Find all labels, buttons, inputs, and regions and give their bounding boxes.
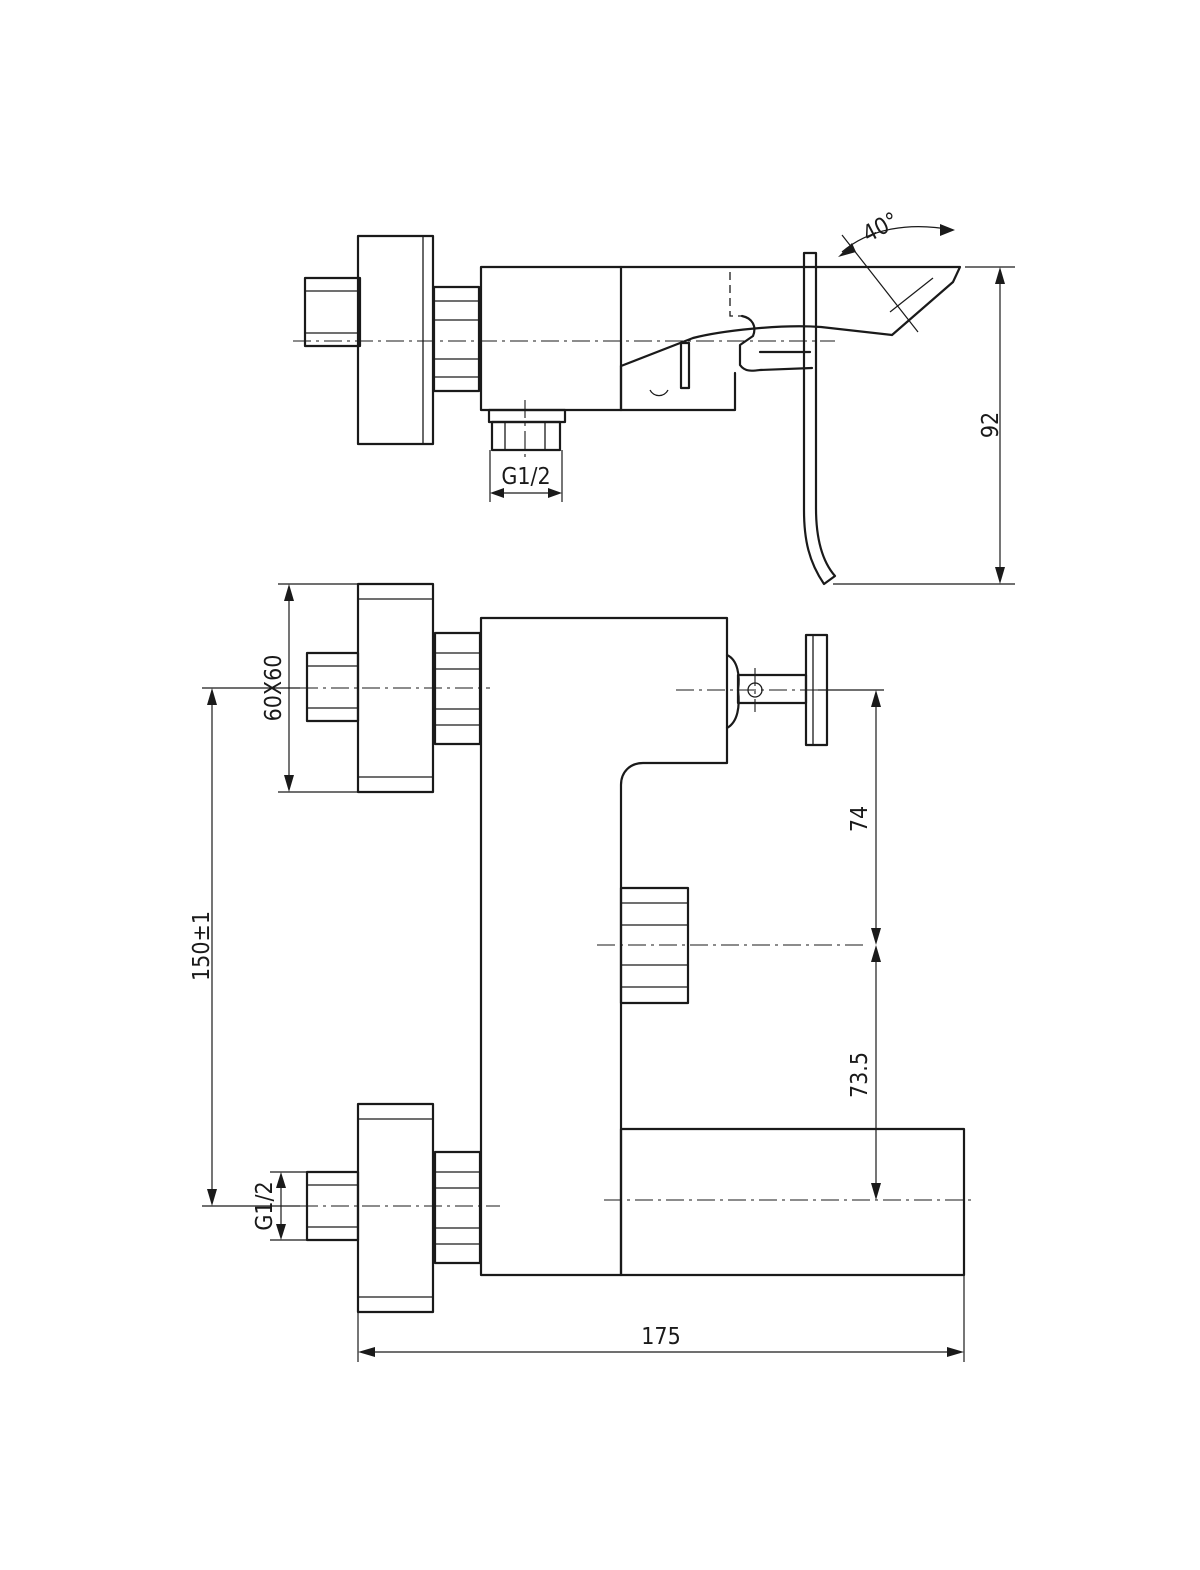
valve-body-front xyxy=(479,616,729,1277)
dimension-175: 175 xyxy=(357,1275,965,1362)
top-view: 40° 92 G1/2 xyxy=(293,208,1015,586)
wall-flange-top xyxy=(356,234,435,446)
front-view: 60X60 150±1 G1/2 74 xyxy=(189,582,972,1362)
overall-width-label: 175 xyxy=(641,1324,681,1350)
outlet-port-top xyxy=(487,408,567,452)
angle-label: 40° xyxy=(858,208,903,248)
dimension-150: 150±1 xyxy=(189,687,300,1207)
lever-handle-top xyxy=(802,251,837,586)
dimension-74: 74 xyxy=(818,689,884,945)
upper-offset-label: 74 xyxy=(847,806,873,832)
dimension-92: 92 xyxy=(833,266,1015,585)
dimension-40deg: 40° xyxy=(838,208,955,333)
center-distance-label: 150±1 xyxy=(189,911,215,981)
dimension-73-5: 73.5 xyxy=(847,945,881,1200)
lower-flange-front xyxy=(356,1102,435,1314)
inlet-pipe-top xyxy=(303,276,362,348)
lower-offset-label: 73.5 xyxy=(847,1052,873,1098)
height-92-label: 92 xyxy=(978,412,1004,438)
dimension-g12-front: G1/2 xyxy=(252,1171,307,1241)
dimension-g12-top: G1/2 xyxy=(489,450,563,502)
upper-pipe-front xyxy=(305,651,360,723)
lower-nut-front xyxy=(433,1150,482,1265)
valve-body-top xyxy=(479,265,962,412)
g12-front-label: G1/2 xyxy=(252,1181,278,1230)
spout-front xyxy=(619,1127,966,1277)
g12-top-label: G1/2 xyxy=(501,464,550,490)
hex-nut-top xyxy=(432,285,481,393)
